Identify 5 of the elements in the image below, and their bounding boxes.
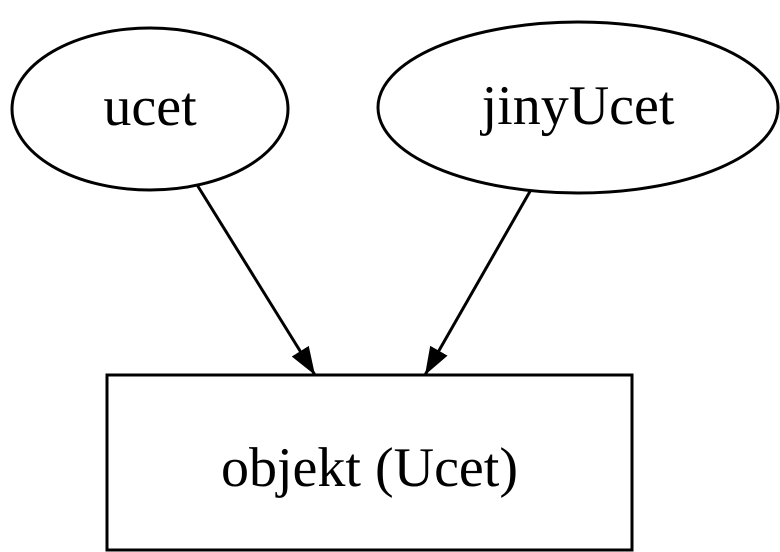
node-label: objekt (Ucet): [221, 436, 518, 500]
node-label: jinyUcet: [482, 74, 674, 138]
arrow: [196, 184, 316, 376]
arrow: [424, 190, 532, 376]
node-label: ucet: [103, 75, 197, 139]
